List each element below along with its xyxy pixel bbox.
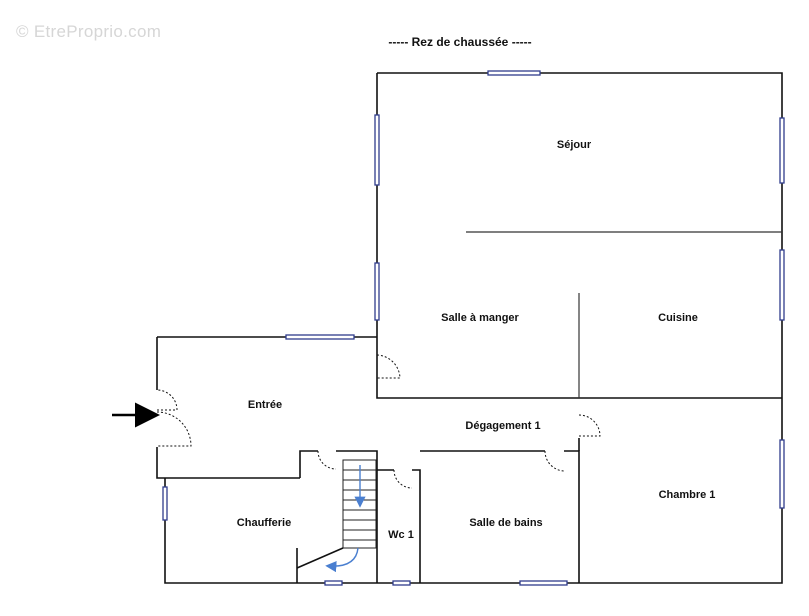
room-label-degagement: Dégagement 1 (465, 420, 540, 432)
room-label-chambre: Chambre 1 (659, 489, 716, 501)
room-label-sejour: Séjour (557, 139, 592, 151)
room-label-wc: Wc 1 (388, 529, 414, 541)
staircase (296, 459, 377, 573)
room-label-chaufferie: Chaufferie (237, 517, 291, 529)
watermark: © EtreProprio.com (16, 22, 162, 41)
windows (162, 70, 785, 586)
doors (156, 354, 601, 489)
room-label-salle-de-bains: Salle de bains (469, 517, 542, 529)
room-labels: Séjour Salle à manger Cuisine Entrée Dég… (237, 139, 716, 541)
room-label-salle-a-manger: Salle à manger (441, 312, 519, 324)
interior-walls (296, 231, 782, 583)
room-label-cuisine: Cuisine (658, 312, 698, 324)
plan-title: ----- Rez de chaussée ----- (388, 35, 532, 49)
outer-walls (156, 72, 783, 584)
room-label-entree: Entrée (248, 399, 282, 411)
